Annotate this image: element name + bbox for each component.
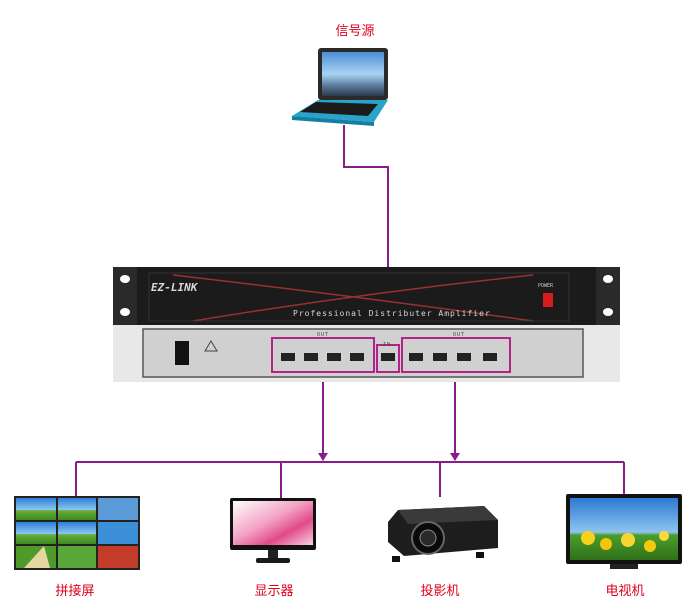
hdmi-in [381, 353, 395, 361]
power-switch [543, 293, 553, 307]
monitor-icon [230, 498, 316, 563]
out-label-right: OUT [453, 332, 466, 338]
hdmi-out-3 [327, 353, 341, 361]
in-group [376, 344, 400, 373]
source-label: 信号源 [335, 24, 375, 39]
hdmi-out-4 [350, 353, 364, 361]
out-group-right [401, 337, 511, 373]
rack-hole-top-left [120, 275, 130, 283]
projector-icon [388, 506, 498, 562]
tv-icon [566, 494, 682, 569]
power-inlet [175, 341, 189, 365]
splice-screen-label: 拼接屏 [55, 584, 95, 599]
output-arrow-left [318, 453, 328, 461]
tv-label: 电视机 [605, 584, 645, 599]
in-label: IN [383, 342, 392, 348]
rack-hole-bottom-right [603, 308, 613, 316]
brand-name: EZ-LINK [151, 281, 198, 294]
out-group-left [271, 337, 375, 373]
out-label-left: OUT [317, 332, 330, 338]
brand-logo: EZ-LINK [151, 281, 197, 294]
hdmi-out-6 [433, 353, 447, 361]
monitor-label: 显示器 [254, 584, 294, 599]
hdmi-out-2 [304, 353, 318, 361]
front-panel [113, 267, 620, 325]
distribution-amplifier: EZ-LINK Professional Distributer Amplifi… [113, 257, 620, 382]
input-cable [343, 125, 389, 355]
projector-label: 投影机 [420, 584, 460, 599]
rack-hole-bottom-left [120, 308, 130, 316]
model-text: Professional Distributer Amplifier [293, 309, 491, 318]
laptop-icon [292, 48, 388, 126]
power-label: POWER [538, 283, 554, 289]
hdmi-out-7 [457, 353, 471, 361]
warning-icon [204, 340, 218, 352]
rack-hole-top-right [603, 275, 613, 283]
hdmi-out-5 [409, 353, 423, 361]
back-panel [113, 325, 620, 382]
hdmi-out-8 [483, 353, 497, 361]
output-arrow-right [450, 453, 460, 461]
video-wall-icon [14, 496, 140, 570]
hdmi-out-1 [281, 353, 295, 361]
